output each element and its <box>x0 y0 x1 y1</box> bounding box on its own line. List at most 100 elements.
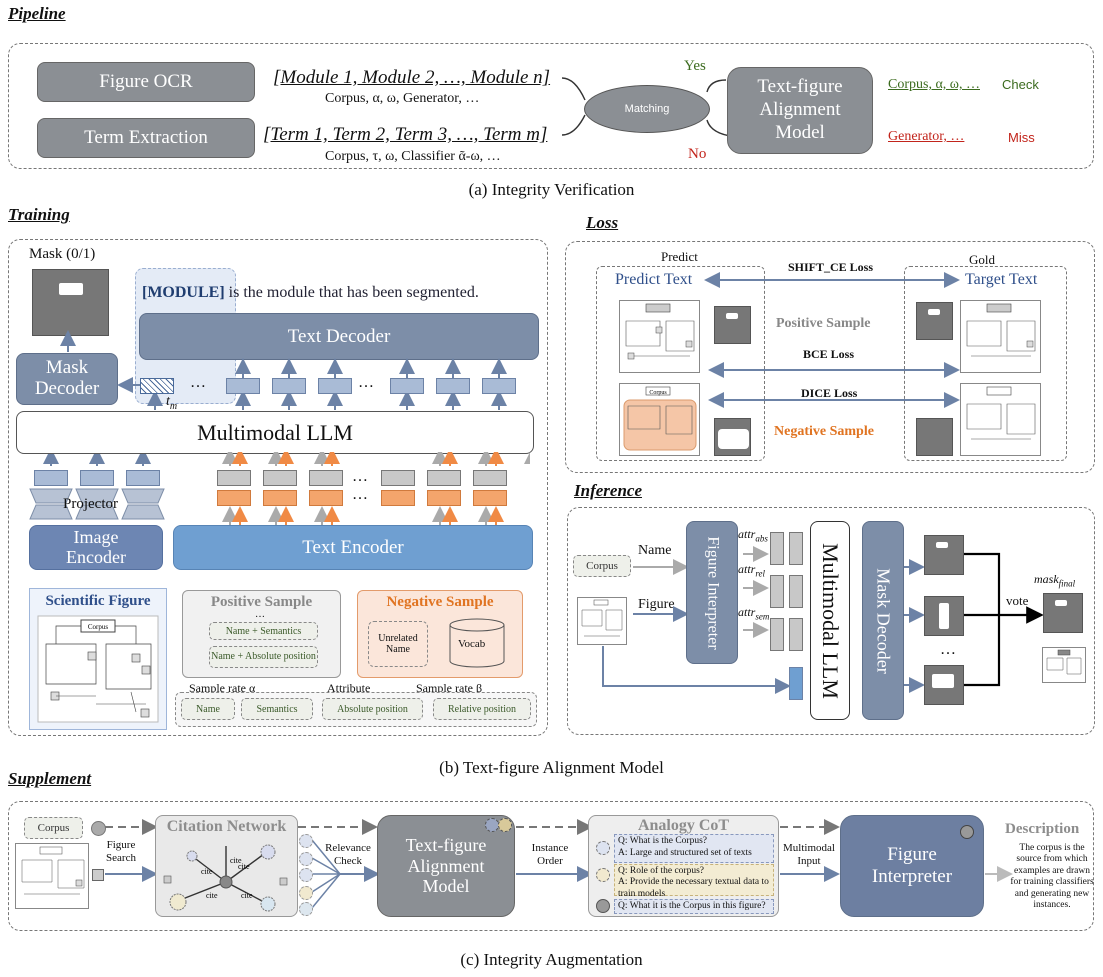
tfam-node <box>498 818 512 832</box>
svg-text:Corpus: Corpus <box>649 390 667 396</box>
pos-token <box>473 470 507 486</box>
negative-sample-loss: Negative Sample <box>774 424 874 439</box>
inference-arrows <box>602 546 1044 694</box>
cot-node <box>596 868 610 882</box>
scientific-figure-diagram: Corpus <box>37 615 159 723</box>
svg-text:cite: cite <box>241 891 253 900</box>
pos-token <box>381 470 415 486</box>
neg-token <box>309 490 343 506</box>
dec-token <box>318 378 352 394</box>
loss-panel <box>565 241 1095 473</box>
positive-dots: … <box>255 609 265 620</box>
unrelated-name: Unrelated Name <box>368 621 428 667</box>
inf-figure-thumb <box>577 597 627 645</box>
scientific-figure-title: Scientific Figure <box>45 593 151 609</box>
img-token <box>126 470 160 486</box>
supp-figure-icon <box>92 869 104 881</box>
svg-text:cite: cite <box>230 856 242 865</box>
inf-mask-1 <box>924 535 964 575</box>
instance-order-label: Instance Order <box>531 842 569 867</box>
check-label: Check <box>1002 77 1039 92</box>
target-text: Target Text <box>965 271 1038 288</box>
citation-network-panel: Citation Network cite cite cite cite cit… <box>155 815 298 917</box>
supplement-panel <box>8 801 1094 931</box>
figure-interpreter-box: Figure Interpreter <box>686 521 738 664</box>
final-mini-diagram <box>1046 649 1082 675</box>
neg-token <box>427 490 461 506</box>
loss-section-title: Loss <box>586 213 619 232</box>
predict-figure-pos <box>619 300 700 373</box>
tm-label: tm <box>166 394 178 412</box>
attr-token <box>770 575 784 608</box>
description-title: Description <box>1005 821 1080 837</box>
dec-token <box>482 378 516 394</box>
predict-figure-neg: Corpus <box>619 383 700 456</box>
neg-token <box>381 490 415 506</box>
attr-rel: attrrel <box>738 562 766 579</box>
mini-diagram-gold-neg <box>966 386 1036 440</box>
gold-figure-pos <box>960 300 1041 373</box>
predict-label: Predict <box>661 249 698 264</box>
cot-node <box>596 841 610 855</box>
img-token <box>80 470 114 486</box>
tfam-node <box>485 818 499 832</box>
neg-token <box>263 490 297 506</box>
mask-label: Mask (0/1) <box>29 246 96 262</box>
figure-token <box>789 667 803 700</box>
inf-mini-diagram <box>581 599 623 637</box>
attr-name: Name <box>181 698 235 720</box>
analogy-cot-title: Analogy CoT <box>637 817 730 834</box>
img-token <box>34 470 68 486</box>
relevance-node <box>299 868 313 882</box>
attr-semantics: Semantics <box>241 698 313 720</box>
miss-items: Generator, … <box>888 129 965 144</box>
mask-decoder-inference: Mask Decoder <box>862 521 904 720</box>
inf-figure-label: Figure <box>638 597 675 612</box>
attr-abs: attrabs <box>738 527 768 544</box>
shift-ce-loss: SHIFT_CE Loss <box>788 260 874 274</box>
dec-token <box>390 378 424 394</box>
multimodal-input-label: Multimodal Input <box>783 842 835 867</box>
caption-a: (a) Integrity Verification <box>468 180 635 199</box>
cot-qa-2: Q: Role of the corpus?A: Provide the nec… <box>614 864 774 899</box>
citation-network-title: Citation Network <box>166 818 287 835</box>
dice-loss: DICE Loss <box>801 386 858 400</box>
image-encoder-box: Image Encoder <box>29 525 163 570</box>
inf-mask-3 <box>924 665 964 705</box>
cot-qa-1: Q: What is the Corpus?A: Large and struc… <box>614 834 774 863</box>
attr-sem: attrsem <box>738 605 770 622</box>
attr-token <box>789 575 803 608</box>
figure-ocr-box: Figure OCR <box>37 62 255 102</box>
final-figure-thumb <box>1042 647 1086 683</box>
predict-mask-neg <box>714 418 751 456</box>
attr-token <box>770 618 784 651</box>
training-section-title: Training <box>8 205 70 224</box>
loss-arrows <box>704 272 960 408</box>
text-encoder-box: Text Encoder <box>173 525 533 570</box>
relevance-check-label: Relevance Check <box>325 842 371 867</box>
pipeline-section-title: Pipeline <box>8 4 66 23</box>
yes-label: Yes <box>684 58 706 74</box>
mini-diagram-gold <box>966 303 1036 357</box>
projector-shapes <box>29 488 165 520</box>
description-text: The corpus is the source from which exam… <box>1010 843 1094 910</box>
supp-corpus: Corpus <box>24 817 83 839</box>
positive-sample-loss: Positive Sample <box>776 316 871 331</box>
training-arrows <box>43 330 507 466</box>
caption-b: (b) Text-figure Alignment Model <box>439 758 664 777</box>
attr-token <box>789 618 803 651</box>
matching-ellipse: Matching <box>584 85 710 133</box>
svg-text:cite: cite <box>238 862 250 871</box>
mini-diagram-neg: Corpus <box>623 386 697 451</box>
relevance-node <box>299 886 313 900</box>
neg-token <box>217 490 251 506</box>
interpreter-node <box>960 825 974 839</box>
mask-token <box>140 378 174 394</box>
tfam-box-supplement: Text-figure Alignment Model <box>377 815 515 917</box>
pos-item: Name + Absolute position <box>209 646 318 668</box>
pos-token <box>309 470 343 486</box>
relevance-node <box>299 852 313 866</box>
dec-token <box>226 378 260 394</box>
inference-panel <box>567 507 1095 735</box>
tfam-box-pipeline: Text-figure Alignment Model <box>727 67 873 154</box>
